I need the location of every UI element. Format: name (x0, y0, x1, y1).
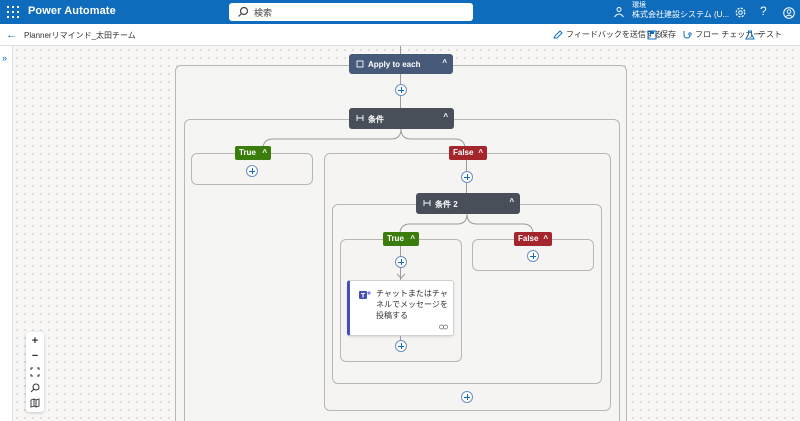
search-placeholder: 検索 (254, 8, 273, 18)
condition-card[interactable]: 条件 ^ (349, 108, 454, 129)
save-button[interactable]: 保存 (647, 29, 676, 40)
search-icon (238, 6, 249, 17)
svg-text:T: T (361, 293, 366, 300)
flow-name: Plannerリマインド_太田チーム (24, 31, 136, 40)
zoom-in-button[interactable]: + (31, 335, 39, 347)
designer-canvas[interactable]: Apply to each ^ 条件 ^ True ^ False ^ 条件 2… (13, 46, 800, 421)
chevron-up-icon[interactable]: ^ (410, 234, 415, 243)
feedback-label: フィードバックを送信する (566, 30, 662, 39)
feedback-button[interactable]: フィードバックを送信する (553, 29, 662, 40)
command-bar: ← Plannerリマインド_太田チーム フィードバックを送信する 保存 フロー… (0, 24, 800, 46)
fit-view-icon[interactable] (30, 367, 40, 377)
action-title: チャットまたはチャネルでメッセージを投稿する (376, 289, 448, 320)
condition-icon (356, 115, 364, 121)
help-icon[interactable]: ? (760, 4, 767, 18)
back-button[interactable]: ← (6, 29, 17, 41)
environment-icon (614, 7, 624, 18)
search-icon[interactable] (30, 383, 40, 393)
chevron-up-icon[interactable]: ^ (543, 234, 548, 243)
apply-to-each-label: Apply to each (368, 60, 421, 69)
false-label: False (453, 148, 474, 157)
add-step-button[interactable] (246, 165, 258, 177)
environment-label: 環境 (632, 2, 646, 9)
flask-icon (745, 30, 755, 39)
avatar[interactable] (783, 7, 795, 19)
condition-2-card[interactable]: 条件 2 ^ (416, 193, 520, 214)
true-label: True (239, 148, 256, 157)
true-branch-label[interactable]: True ^ (235, 146, 271, 160)
add-step-button[interactable] (461, 391, 473, 403)
left-rail: » (0, 46, 13, 421)
gear-icon[interactable] (734, 6, 747, 19)
condition-2-label: 条件 2 (435, 200, 458, 209)
add-step-button[interactable] (395, 256, 407, 268)
search-input[interactable]: 検索 (229, 3, 473, 21)
expand-rail-icon[interactable]: » (2, 53, 8, 63)
chevron-up-icon[interactable]: ^ (478, 148, 483, 157)
add-step-button[interactable] (461, 171, 473, 183)
flow-checker-button[interactable]: フロー チェッカー (682, 29, 761, 40)
flow-checker-label: フロー チェッカー (695, 30, 762, 39)
zoom-out-button[interactable]: − (31, 350, 39, 362)
false-branch-2-label[interactable]: False ^ (514, 232, 552, 246)
save-icon (647, 30, 657, 39)
true-label: True (387, 234, 404, 243)
false-branch-label[interactable]: False ^ (449, 146, 487, 160)
post-message-action-card[interactable]: T チャットまたはチャネルでメッセージを投稿する (347, 280, 454, 336)
branch-connectors-2 (399, 214, 534, 234)
link-icon (439, 324, 448, 330)
minimap-icon[interactable] (30, 398, 40, 408)
branch-connectors (262, 129, 466, 149)
arrow-down-icon (397, 273, 405, 279)
test-label: テスト (758, 30, 782, 39)
false-label: False (518, 234, 539, 243)
chevron-up-icon[interactable]: ^ (262, 148, 267, 157)
test-button[interactable]: テスト (745, 29, 782, 40)
zoom-controls: + − (26, 332, 44, 412)
apply-to-each-card[interactable]: Apply to each ^ (349, 54, 453, 74)
loop-icon (356, 60, 364, 68)
app-header: Power Automate 検索 環境 株式会社建設システム (U... ? (0, 0, 800, 24)
chevron-up-icon[interactable]: ^ (442, 58, 447, 67)
save-label: 保存 (660, 30, 676, 39)
app-launcher-icon[interactable] (7, 6, 19, 18)
condition-icon (423, 200, 431, 206)
stethoscope-icon (683, 30, 692, 39)
add-step-button[interactable] (527, 250, 539, 262)
app-title[interactable]: Power Automate (28, 5, 116, 17)
condition-label: 条件 (368, 115, 384, 124)
true-branch-2-label[interactable]: True ^ (383, 232, 419, 246)
add-step-button[interactable] (395, 84, 407, 96)
chevron-up-icon[interactable]: ^ (443, 112, 448, 121)
feedback-icon (553, 29, 563, 38)
add-step-button[interactable] (395, 340, 407, 352)
connector-line (400, 46, 401, 54)
teams-icon: T (359, 291, 371, 300)
environment-selector[interactable]: 株式会社建設システム (U... (632, 10, 730, 19)
chevron-up-icon[interactable]: ^ (509, 197, 514, 206)
